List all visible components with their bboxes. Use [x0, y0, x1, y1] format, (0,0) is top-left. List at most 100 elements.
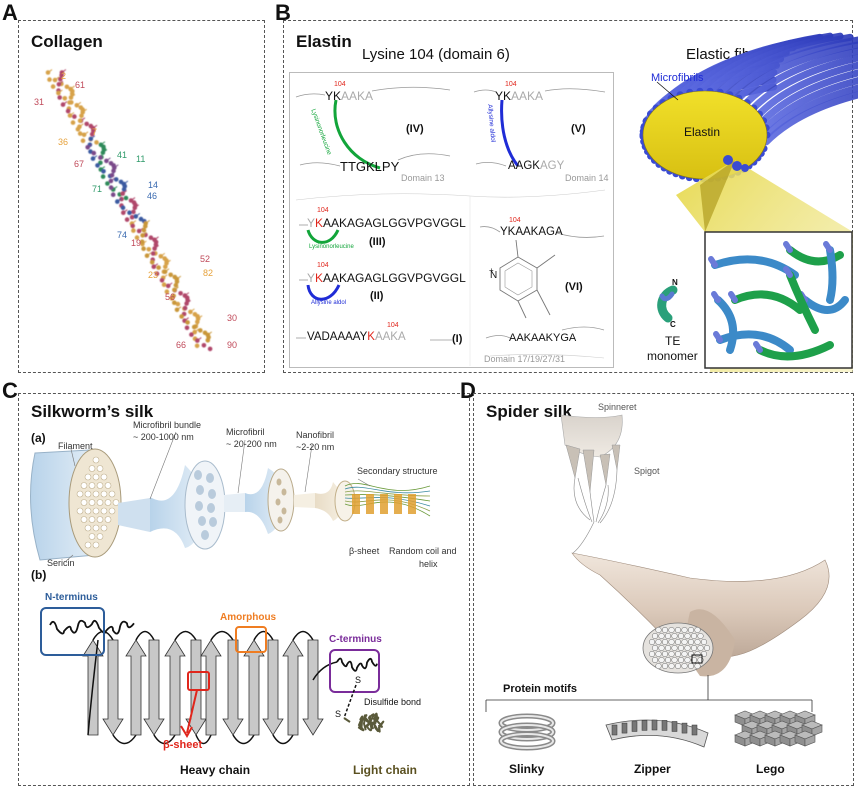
nanofibril-label-1: Nanofibril	[296, 430, 335, 440]
panel-letter-b: B	[275, 0, 291, 25]
spigot-label: Spigot	[634, 466, 660, 476]
iv-domain: Domain 13	[401, 173, 445, 183]
iii-seq: YKAAKAGAGLGGVPGVGGL	[307, 216, 466, 230]
amorphous-label: Amorphous	[220, 612, 277, 623]
spider-title: Spider silk	[486, 402, 572, 421]
iii-superscript: 104	[317, 207, 329, 214]
vi-bottom-seq: AAKAAKYGA	[509, 332, 577, 344]
iii-label: (III)	[369, 236, 386, 248]
i-seq: VADAAAAYKAAKA	[307, 331, 406, 343]
te-c-label: C	[670, 320, 676, 329]
iv-label: (IV)	[406, 123, 424, 135]
filament-label: Filament	[58, 441, 93, 451]
v-label: (V)	[571, 123, 586, 135]
residue-label: 67	[74, 159, 85, 169]
ii-seq: YKAAKAGAGLGGVPGVGGL	[307, 271, 466, 285]
i-label: (I)	[452, 333, 463, 345]
sub-a-label: (a)	[31, 431, 46, 445]
ii-superscript: 104	[317, 262, 329, 269]
lego-label: Lego	[756, 762, 785, 776]
microfibril-label-1: Microfibril	[226, 427, 265, 437]
elastin-title: Elastin	[296, 32, 352, 51]
residue-label: 61	[75, 80, 86, 90]
residue-label: 74	[117, 230, 128, 240]
light-chain-label: Light chain	[353, 763, 417, 777]
silkworm-title: Silkworm’s silk	[31, 402, 154, 421]
residue-label: 66	[176, 340, 187, 350]
residue-label: 31	[34, 97, 45, 107]
beta-sheet-b-label: β-sheet	[163, 739, 203, 751]
residue-label: 2	[61, 71, 67, 81]
zipper-label: Zipper	[634, 762, 671, 776]
iv-top-seq: YKAAKA	[325, 89, 374, 103]
bundle-label-1: Microfibril bundle	[133, 420, 202, 430]
microfibril-label-2: ~ 20-200 nm	[226, 439, 277, 449]
elastin-panel	[283, 20, 853, 373]
vi-nitrogen: N	[490, 270, 498, 281]
residue-label: 46	[147, 191, 158, 201]
sub-b-label: (b)	[31, 568, 47, 582]
v-domain: Domain 14	[565, 173, 609, 183]
sulfur-label-2: S	[335, 709, 342, 719]
residue-label: 90	[227, 340, 238, 350]
residue-label: 52	[200, 254, 211, 264]
iv-bottom-seq: TTGKLPY	[340, 159, 400, 174]
residue-label: 30	[227, 313, 238, 323]
residue-label: 82	[203, 268, 214, 278]
microfibrils-label: Microfibrils	[651, 72, 704, 84]
vi-plus: +	[489, 266, 494, 275]
te-n-label: N	[672, 278, 678, 287]
silkworm-panel	[18, 393, 470, 786]
lysine-subtitle: Lysine 104 (domain 6)	[362, 46, 510, 63]
iii-arc-label: Lysinonorleucine	[309, 244, 354, 250]
vi-superscript: 104	[509, 217, 521, 224]
vi-top-seq: YKAAKAGA	[500, 226, 563, 238]
v-bottom-seq: AAGKAGY	[508, 160, 565, 172]
residue-label: 14	[148, 180, 159, 190]
heavy-chain-label: Heavy chain	[180, 763, 251, 777]
c-terminus-label: C-terminus	[329, 634, 382, 645]
iv-superscript: 104	[334, 81, 346, 88]
residue-label: 19	[131, 238, 142, 248]
ii-arc-label: Allysine aldol	[311, 300, 347, 306]
spinneret-label: Spinneret	[598, 402, 637, 412]
random-coil-label-2: helix	[419, 559, 438, 569]
elastin-label: Elastin	[684, 125, 721, 139]
residue-label: 41	[117, 150, 128, 160]
panel-letter-a: A	[2, 0, 18, 25]
v-top-seq: YKAAKA	[495, 89, 544, 103]
secondary-structure-label: Secondary structure	[357, 466, 438, 476]
residue-label: 11	[136, 154, 146, 164]
collagen-title: Collagen	[31, 32, 103, 51]
panel-letter-c: C	[2, 378, 18, 403]
residue-label: 23	[148, 270, 159, 280]
panel-letter-d: D	[460, 378, 476, 403]
protein-motifs-label: Protein motifs	[503, 683, 577, 695]
te-monomer-label-1: TE	[665, 334, 681, 348]
sulfur-label-1: S	[355, 675, 362, 685]
n-terminus-label: N-terminus	[45, 592, 98, 603]
vi-domain: Domain 17/19/27/31	[484, 354, 566, 364]
v-superscript: 104	[505, 81, 517, 88]
random-coil-label-1: Random coil and	[389, 546, 457, 556]
sericin-label: Sericin	[47, 558, 75, 568]
residue-label: 7	[92, 127, 98, 137]
collagen-panel	[18, 20, 265, 373]
i-superscript: 104	[387, 322, 399, 329]
residue-label: 71	[92, 184, 103, 194]
vi-label: (VI)	[565, 281, 583, 293]
te-monomer-label-2: monomer	[647, 349, 698, 363]
slinky-label: Slinky	[509, 762, 545, 776]
bundle-label-2: ~ 200-1000 nm	[133, 432, 194, 442]
nanofibril-label-2: ~2-20 nm	[296, 442, 335, 452]
spider-panel	[473, 393, 854, 786]
ii-label: (II)	[370, 290, 384, 302]
crosslink-box	[289, 72, 614, 368]
beta-sheet-a-label: β-sheet	[349, 546, 380, 556]
residue-label: 36	[58, 137, 69, 147]
